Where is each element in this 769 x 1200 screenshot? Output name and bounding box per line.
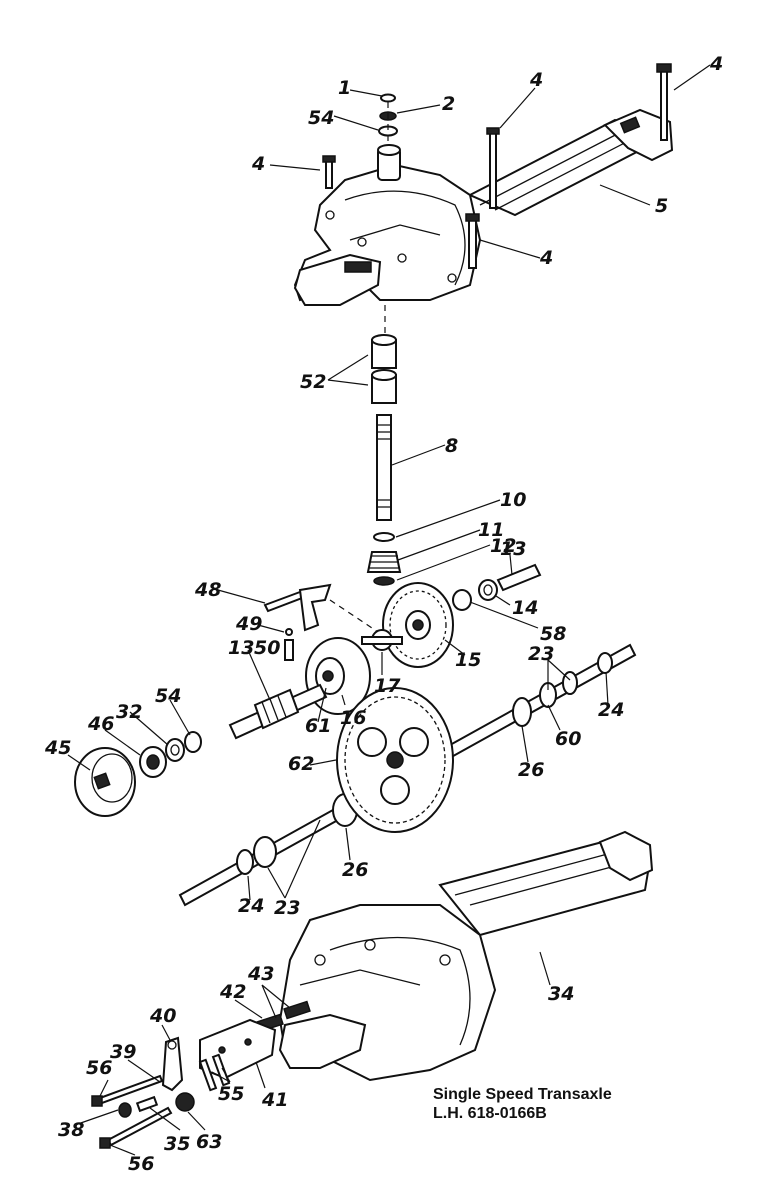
callout-17: 17 <box>374 675 401 697</box>
callout-23a: 23 <box>528 643 554 665</box>
callout-1: 1 <box>338 77 351 99</box>
callout-4c: 4 <box>709 53 723 75</box>
housing-bolts <box>322 63 672 269</box>
callout-32: 32 <box>116 701 142 723</box>
callout-60: 60 <box>555 728 581 750</box>
callout-2: 2 <box>442 93 455 115</box>
callout-15: 15 <box>455 649 481 671</box>
callout-16: 16 <box>340 707 366 729</box>
callout-55: 55 <box>218 1083 244 1105</box>
callout-4b: 4 <box>529 69 543 91</box>
callout-12: 12 <box>490 535 516 557</box>
callout-8: 8 <box>445 435 458 457</box>
callout-56a: 56 <box>86 1057 112 1079</box>
callout-4a: 4 <box>251 153 265 175</box>
callout-5: 5 <box>655 195 668 217</box>
callout-4d: 4 <box>539 247 553 269</box>
callout-11: 11 <box>478 519 504 541</box>
callout-58: 58 <box>540 623 566 645</box>
callout-43: 43 <box>247 963 274 985</box>
callout-34: 34 <box>548 983 574 1005</box>
spur-gear <box>336 687 454 833</box>
callout-63: 63 <box>196 1131 222 1153</box>
callout-23b: 23 <box>274 897 300 919</box>
pulley <box>74 747 136 817</box>
callout-10: 10 <box>500 489 526 511</box>
callout-52: 52 <box>300 371 326 393</box>
callout-40: 40 <box>149 1005 176 1027</box>
callout-45: 45 <box>44 737 71 759</box>
callout-13a: 13 <box>500 538 526 560</box>
callout-35: 35 <box>164 1133 190 1155</box>
caption-title: Single Speed Transaxle <box>433 1086 612 1103</box>
callout-54b: 54 <box>155 685 181 707</box>
callout-61: 61 <box>305 715 331 737</box>
callout-24b: 24 <box>238 895 264 917</box>
top-washers <box>378 93 398 146</box>
lower-bolts <box>91 1074 173 1149</box>
pinion-stack <box>366 532 402 586</box>
callout-54a: 54 <box>308 107 334 129</box>
bushings <box>371 305 397 404</box>
callout-38: 38 <box>58 1119 84 1141</box>
callout-13b: 13 <box>228 637 254 659</box>
callout-39: 39 <box>110 1041 136 1063</box>
callout-48: 48 <box>194 579 221 601</box>
callout-26b: 26 <box>342 859 368 881</box>
callout-42: 42 <box>219 981 246 1003</box>
shift-bracket <box>118 1018 277 1118</box>
cross-pinion <box>361 629 403 651</box>
callout-24a: 24 <box>598 699 624 721</box>
upper-housing <box>293 108 674 306</box>
lower-housing <box>278 830 654 1082</box>
callout-41: 41 <box>261 1089 288 1111</box>
diagram-caption: Single Speed Transaxle L.H. 618-0166B <box>433 1085 612 1123</box>
input-shaft <box>376 414 392 521</box>
callout-56b: 56 <box>128 1153 154 1175</box>
callout-50: 50 <box>254 637 280 659</box>
splined-shaft <box>228 683 328 740</box>
bevel-gear <box>382 582 454 668</box>
callout-49: 49 <box>235 613 262 635</box>
short-shaft <box>452 563 542 611</box>
shift-fork <box>263 583 391 661</box>
caption-part-number: L.H. 618-0166B <box>433 1105 547 1122</box>
callout-numbers: 1 2 54 4 4 4 5 4 52 8 10 11 12 13 14 48 … <box>44 53 723 1175</box>
callout-14: 14 <box>512 597 538 619</box>
leader-lines <box>67 64 711 1156</box>
callout-26a: 26 <box>518 759 544 781</box>
callout-46: 46 <box>87 713 114 735</box>
left-washers <box>139 731 202 778</box>
callout-62: 62 <box>288 753 314 775</box>
